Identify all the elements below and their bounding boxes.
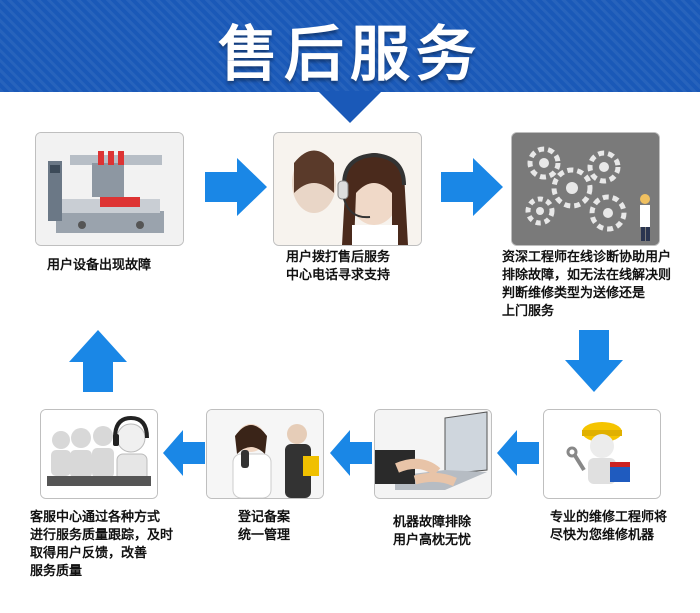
customer-service-agent-icon [274,133,421,245]
gears-engineer-icon [512,133,659,245]
step-1-caption: 用户设备出现故障 [47,258,152,273]
arrow-right-icon [441,158,503,216]
step-7-image [40,409,158,499]
step-3-image [511,132,660,246]
arrow-right-icon [205,158,267,216]
step-2-caption: 用户拨打售后服务 中心电话寻求支持 [286,250,391,283]
repair-worker-icon [544,410,660,498]
header-pointer [318,91,382,123]
step-5-image [374,409,492,499]
header-banner [0,0,700,92]
cnc-machine-icon [36,133,183,245]
step-6-image [206,409,324,499]
arrow-down-icon [565,330,623,392]
arrow-left-icon [163,430,205,476]
arrow-left-icon [330,430,372,476]
step-3-caption: 资深工程师在线诊断协助用户 排除故障，如无法在线解决则 判断维修类型为送修还是 … [502,250,672,319]
page-title: 售后服务 [218,20,482,90]
phone-receptionist-icon [207,410,323,498]
arrow-up-icon [69,330,127,392]
step-4-caption: 专业的维修工程师将 尽快为您维修机器 [550,510,668,543]
step-1-image [35,132,184,246]
step-5-caption: 机器故障排除 用户高枕无忧 [393,515,472,548]
step-6-caption: 登记备案 统一管理 [238,510,291,543]
laptop-hands-icon [375,410,491,498]
step-7-caption: 客服中心通过各种方式 进行服务质量跟踪，及时 取得用户反馈，改善 服务质量 [30,510,174,579]
call-center-team-icon [41,410,157,498]
arrow-left-icon [497,430,539,476]
step-2-image [273,132,422,246]
step-4-image [543,409,661,499]
